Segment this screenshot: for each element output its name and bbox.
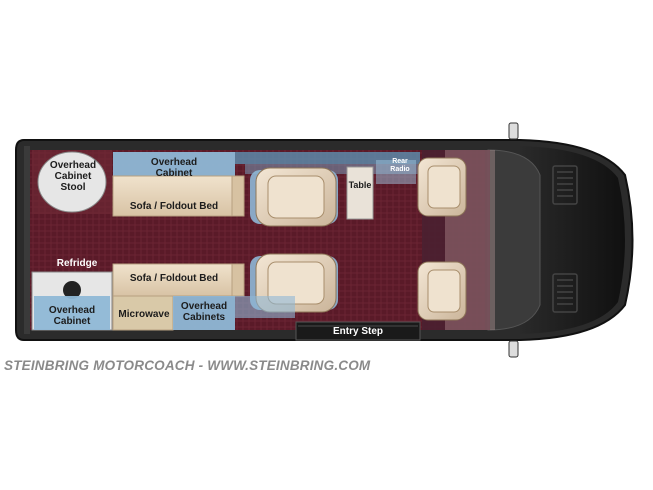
sofa-top — [112, 175, 236, 217]
label-sofa-top: Sofa / Foldout Bed — [129, 201, 219, 212]
label-table: Table — [348, 180, 372, 190]
overhead-cabinets-bottom — [173, 296, 235, 330]
stool — [37, 151, 107, 213]
label-sofa-bottom: Sofa / Foldout Bed — [129, 273, 219, 284]
table — [346, 166, 374, 220]
label-entry-step: Entry Step — [332, 326, 383, 337]
label-overhead-cabinets: Overhead Cabinets — [180, 301, 228, 323]
mirror-bottom — [508, 340, 519, 358]
label-microwave: Microwave — [118, 309, 170, 320]
label-overhead-cabinet-stool: Overhead Cabinet Stool — [49, 160, 97, 193]
captain-chair-top — [250, 167, 338, 227]
overhead-cabinet-left — [34, 296, 110, 330]
console-strip — [235, 152, 420, 164]
driver-seat — [417, 157, 467, 217]
label-overhead-cabinet-left: Overhead Cabinet — [48, 305, 96, 327]
label-overhead-cabinet-top: Overhead Cabinet — [150, 157, 198, 179]
windshield — [487, 149, 541, 331]
sofa-bottom — [112, 263, 236, 297]
van-cab — [520, 146, 625, 334]
label-rear-radio: Rear Radio — [390, 158, 410, 173]
passenger-seat — [417, 261, 467, 321]
hood-vents — [552, 165, 578, 313]
watermark: STEINBRING MOTORCOACH - WWW.STEINBRING.C… — [4, 358, 371, 373]
fridge-dial — [63, 281, 81, 299]
label-refridge: Refridge — [56, 258, 98, 269]
microwave — [112, 295, 174, 331]
mirror-top — [508, 122, 519, 140]
